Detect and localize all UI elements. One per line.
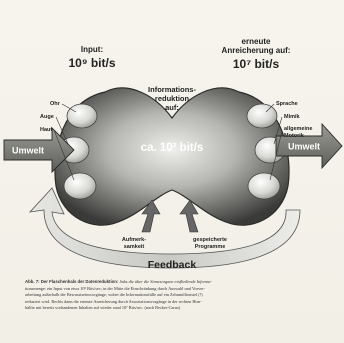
attention-arrow (141, 199, 161, 233)
leader-line (55, 116, 69, 145)
programs-label-1: gespeicherte (193, 237, 227, 243)
label-allgemeine: allgemeine (284, 126, 312, 132)
label-sprache: Sprache (276, 101, 298, 107)
caption-line-2: tionsmenge: ein Input von etwa 10⁹ Bits/… (25, 285, 205, 291)
label-motorik: Motorik (284, 133, 305, 139)
label-haut: Haut (40, 127, 52, 133)
right-disc-speech (246, 103, 278, 129)
output-title-2: Anreicherung auf: (222, 46, 291, 55)
left-disc-skin (63, 172, 97, 200)
caption-line-3: arbeitung außerhalb der Bewusstseinsvorg… (25, 292, 203, 298)
center-title-2: reduktion (155, 94, 190, 103)
feedback-label: Feedback (148, 259, 197, 271)
right-disc-motor (247, 172, 281, 200)
label-mimik: Mimik (284, 114, 301, 120)
label-ohr: Ohr (50, 101, 61, 107)
caption-line: Abb. 7: Der Flaschenhals der Datenredukt… (25, 279, 325, 286)
feedback-arc (28, 187, 301, 269)
caption-line-4: reduziert wird. Rechts dann die erneute … (25, 298, 202, 304)
programs-label-2: Programme (195, 244, 226, 250)
leader-line (53, 129, 75, 181)
bottleneck-body (54, 87, 290, 226)
right-umwelt-label: Umwelt (288, 142, 320, 152)
input-rate: 10⁹ bit/s (68, 56, 115, 70)
leader-line (61, 103, 77, 113)
caption-label: Abb. 7: Der Flaschenhals der Datenredukt… (25, 279, 119, 284)
left-umwelt-arrow (3, 126, 75, 174)
attention-label-2: samkeit (124, 244, 145, 250)
left-umwelt-label: Umwelt (12, 146, 44, 156)
leader-line (265, 103, 275, 113)
input-title: Input: (81, 45, 103, 54)
leader-line (269, 130, 283, 181)
output-title-1: erneute (242, 37, 271, 46)
output-rate: 10⁷ bit/s (233, 57, 280, 71)
caption-line-1: links die über die Sinnesorgane einfließ… (119, 279, 212, 284)
figure-caption: Abb. 7: Der Flaschenhals der Datenredukt… (25, 279, 325, 312)
center-title-1: Informations- (148, 85, 196, 94)
center-title-3: auf: (165, 103, 179, 112)
label-auge: Auge (40, 114, 54, 120)
center-rate: ca. 10² bit/s (141, 142, 204, 154)
programs-arrow (179, 199, 199, 233)
leader-line (273, 116, 283, 145)
caption-line-5: hälfte mit bereits vorhandenen Inhalten … (25, 305, 181, 311)
attention-label-1: Aufmerk- (122, 237, 146, 243)
left-disc-ear (66, 103, 98, 129)
right-umwelt-arrow (275, 122, 343, 170)
